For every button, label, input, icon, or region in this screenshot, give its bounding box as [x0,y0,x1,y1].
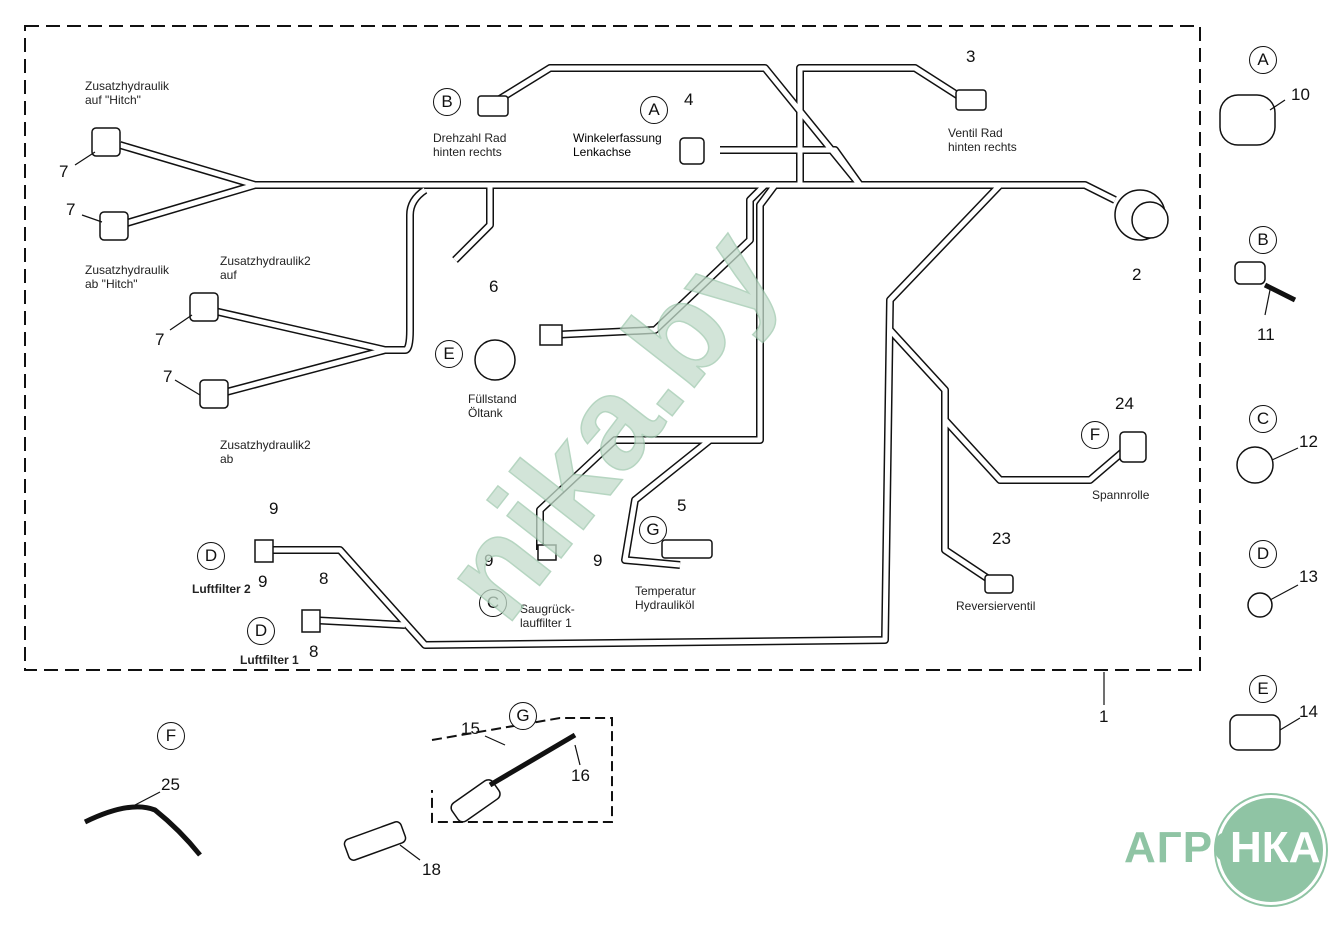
label-spannrolle: Spannrolle [1092,488,1150,502]
callout-number: 14 [1299,702,1318,721]
callout-number: 2 [1132,265,1142,284]
callout-number: 10 [1291,85,1310,104]
letter-marker: D [197,542,225,570]
letter-marker: A [1249,46,1277,74]
callout-number: 24 [1115,394,1134,413]
callout-number: 13 [1299,567,1318,586]
callout-number: 7 [59,162,69,181]
label-zusatzhydraulik-ab-hitch: Zusatzhydraulik ab "Hitch" [85,263,170,291]
letter-marker: B [1249,226,1277,254]
callout-number: 7 [155,330,165,349]
leader-lines [74,99,1301,861]
callout-number: 6 [489,277,499,296]
label-zusatzhydraulik-auf-hitch: Zusatzhydraulik auf "Hitch" [85,79,170,107]
callout-number: 9 [484,551,494,570]
callout-number: 12 [1299,432,1318,451]
callout-number: 25 [161,775,180,794]
callout-number: 4 [684,90,694,109]
callout-number: 11 [1257,325,1275,344]
letter-marker: E [435,340,463,368]
callout-number: 23 [992,529,1011,548]
label-luftfilter-1: Luftfilter 1 [240,653,299,667]
label-drehzahl: Drehzahl Rad hinten rechts [433,131,507,159]
label-temperatur: Temperatur Hydrauliköl [635,584,696,612]
label-luftfilter-2: Luftfilter 2 [192,582,251,596]
letter-marker: G [639,516,667,544]
agronka-logo: АГРО НКА [1120,795,1330,905]
callout-number: 5 [677,496,687,515]
kit-boundary [431,717,613,823]
label-fuellstand: Füllstand Öltank [468,392,517,420]
letter-marker: F [157,722,185,750]
letter-marker: D [247,617,275,645]
callout-number: 8 [319,569,329,588]
callout-number: 9 [593,551,603,570]
connectors [91,89,1281,861]
callout-number: 9 [269,499,279,518]
callout-number: 15 [461,719,480,738]
label-winkelerfassung: Winkelerfassung Lenkachse [573,131,662,159]
wire-harness [118,64,1128,649]
label-ventil: Ventil Rad hinten rechts [948,126,1017,154]
callout-number: 7 [163,367,173,386]
label-zusatzhydraulik2-auf: Zusatzhydraulik2 auf [220,254,311,282]
letter-marker: F [1081,421,1109,449]
callout-number: 3 [966,47,976,66]
loose-parts [83,282,1297,857]
logo-text-inner: НКА [1230,823,1321,872]
callout-number: 16 [571,766,590,785]
harness-boundary [24,25,1201,671]
label-reversierventil: Reversierventil [956,599,1036,613]
callout-number: 1 [1099,707,1109,726]
letter-marker: C [479,589,507,617]
letter-marker: D [1249,540,1277,568]
letter-marker: B [433,88,461,116]
callout-number: 18 [422,860,441,879]
callout-number: 8 [309,642,319,661]
letter-marker: C [1249,405,1277,433]
letter-marker: E [1249,675,1277,703]
letter-marker: G [509,702,537,730]
logo-circle [1216,795,1326,905]
callout-number: 9 [258,572,268,591]
logo-text: АГРО [1124,823,1248,872]
letter-marker: A [640,96,668,124]
label-zusatzhydraulik2-ab: Zusatzhydraulik2 ab [220,438,311,466]
callout-number: 7 [66,200,76,219]
label-saugruecklauffilter: Saugrück- lauffilter 1 [520,602,575,630]
